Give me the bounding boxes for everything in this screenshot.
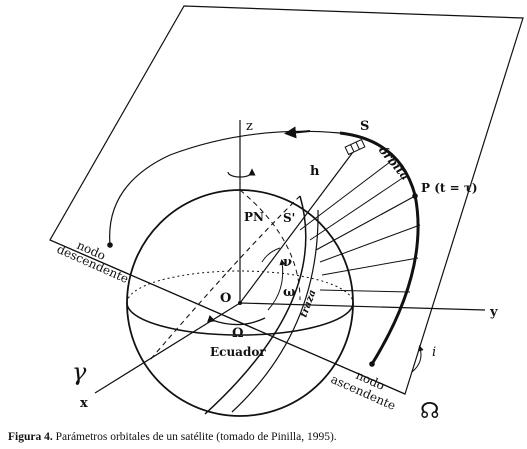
equator-front bbox=[126, 302, 354, 336]
descending-node-point bbox=[107, 242, 113, 248]
line-of-nodes bbox=[49, 239, 406, 395]
label-subsatellite: S' bbox=[283, 211, 295, 225]
meridian-dashed bbox=[239, 189, 301, 301]
label-ground-track: traza bbox=[298, 288, 318, 319]
true-anomaly-arc bbox=[261, 247, 281, 263]
label-height: h bbox=[310, 164, 320, 179]
perigee-arc bbox=[267, 259, 286, 311]
label-x: x bbox=[80, 396, 88, 411]
equator-back bbox=[126, 270, 354, 304]
label-north-pole: PN bbox=[244, 210, 264, 224]
x-axis bbox=[94, 302, 241, 394]
ground-track-front bbox=[204, 195, 307, 415]
caption-figure-number: Figura 4. bbox=[8, 431, 53, 443]
radius-line-3 bbox=[309, 176, 405, 241]
caption-text: Parámetros orbitales de un satélite (tom… bbox=[52, 431, 337, 443]
origin-point bbox=[238, 301, 242, 305]
label-raan: Ω bbox=[232, 326, 244, 341]
label-true-anomaly: ν bbox=[283, 255, 292, 270]
label-origin: O bbox=[220, 291, 231, 306]
orbital-parameters-diagram: z y x O PN S S' h órbita P (t = τ) nodo … bbox=[49, 5, 524, 424]
label-vernal-point: γ bbox=[72, 358, 87, 386]
raan-arc bbox=[207, 315, 266, 326]
ascending-node-symbol-icon: ☊ bbox=[420, 399, 440, 424]
figure-caption: Figura 4. Parámetros orbitales de un sat… bbox=[8, 431, 523, 443]
label-y: y bbox=[489, 305, 498, 320]
ground-track-inner bbox=[231, 209, 319, 413]
rotation-arrow-icon bbox=[227, 168, 256, 178]
label-perigee: P (t = τ) bbox=[421, 181, 478, 195]
orbit-front bbox=[339, 131, 420, 365]
ground-track-back bbox=[149, 195, 301, 361]
label-equator: Ecuador bbox=[210, 345, 266, 359]
radius-line-5 bbox=[319, 224, 421, 263]
diagram-svg: z y x O PN S S' h órbita P (t = τ) nodo … bbox=[49, 5, 524, 424]
orbit-direction-arrow bbox=[284, 126, 311, 139]
label-z: z bbox=[246, 119, 253, 134]
label-orbit: órbita bbox=[376, 143, 413, 183]
perigee-point bbox=[412, 193, 418, 199]
satellite-icon bbox=[344, 138, 366, 156]
radius-to-satellite bbox=[239, 147, 357, 304]
radius-to-perigee bbox=[315, 195, 416, 251]
inclination-arc bbox=[411, 345, 424, 373]
label-arg-perigee: ω bbox=[283, 285, 295, 300]
radius-line-7 bbox=[319, 289, 411, 293]
radius-line-2 bbox=[299, 161, 391, 231]
label-satellite: S bbox=[360, 119, 369, 134]
ascending-node-point bbox=[369, 361, 375, 367]
y-axis bbox=[239, 302, 486, 311]
label-inclination: i bbox=[432, 345, 436, 360]
radius-line-6 bbox=[321, 257, 419, 276]
